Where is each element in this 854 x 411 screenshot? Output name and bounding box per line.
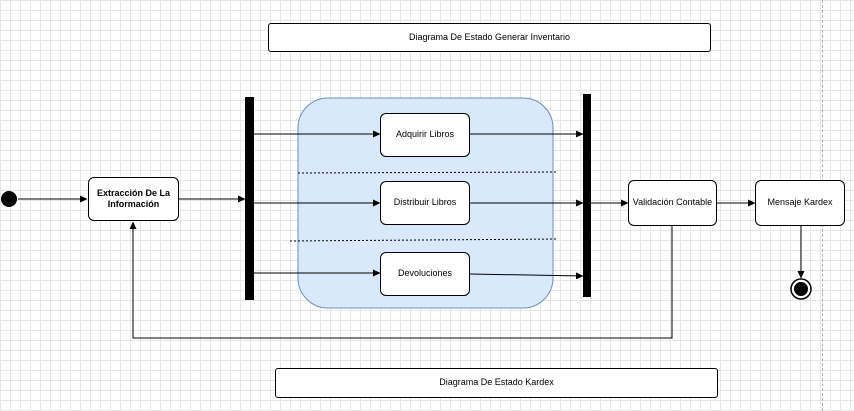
state-validacion-contable[interactable]: Validación Contable bbox=[628, 180, 717, 226]
state-adquirir-libros[interactable]: Adquirir Libros bbox=[380, 113, 470, 157]
transition-validacion-loopback bbox=[129, 221, 673, 339]
final-node-inner bbox=[794, 282, 808, 296]
fork-bar[interactable] bbox=[245, 97, 254, 300]
state-extraccion[interactable]: Extracción De La Información bbox=[88, 177, 179, 221]
state-mensaje-kardex[interactable]: Mensaje Kardex bbox=[755, 180, 845, 226]
state-devoluciones[interactable]: Devoluciones bbox=[380, 252, 470, 296]
title-kardex: Diagrama De Estado Kardex bbox=[275, 368, 718, 398]
title-generar-inventario: Diagrama De Estado Generar Inventario bbox=[268, 23, 711, 52]
region-separator-2 bbox=[289, 238, 558, 242]
state-distribuir-libros[interactable]: Distribuir Libros bbox=[380, 181, 470, 225]
join-bar[interactable] bbox=[583, 94, 591, 297]
transition-devoluciones-join bbox=[469, 272, 584, 280]
region-separator-1 bbox=[297, 171, 558, 174]
initial-node[interactable] bbox=[1, 191, 17, 207]
